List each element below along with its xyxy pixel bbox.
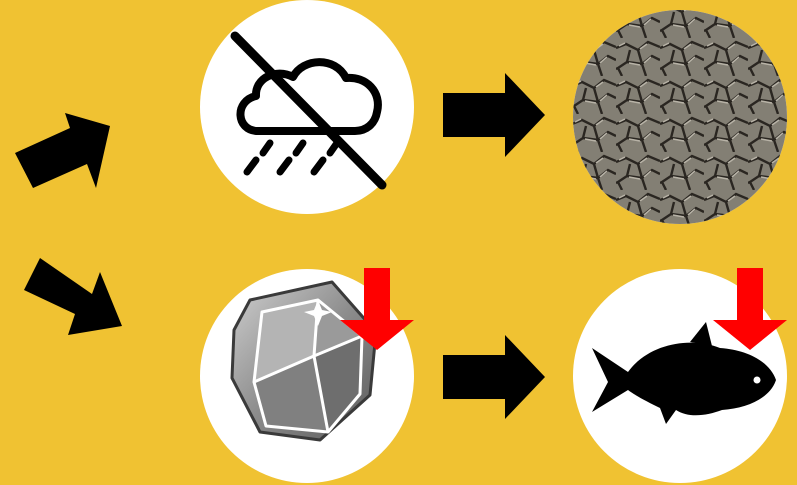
node-mineral-decrease bbox=[200, 268, 414, 483]
node-dry-cracked-earth bbox=[573, 10, 787, 224]
arrow-mineral-to-fish bbox=[443, 335, 545, 419]
node-fish-decrease bbox=[573, 268, 787, 483]
node-no-rain bbox=[200, 0, 414, 214]
source-arrow-up bbox=[15, 113, 110, 188]
arrow-rain-to-dry bbox=[443, 73, 545, 157]
cracked-earth-image bbox=[573, 10, 787, 224]
source-arrow-down bbox=[24, 258, 122, 335]
